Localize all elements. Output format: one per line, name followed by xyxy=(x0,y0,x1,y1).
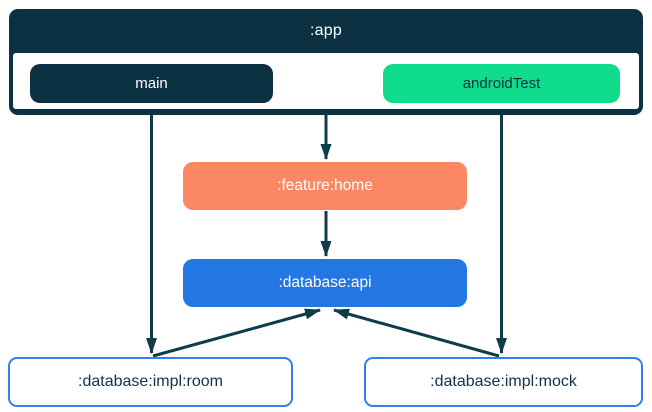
source-set-androidtest-label: androidTest xyxy=(462,75,541,92)
node-app-title: :app xyxy=(310,22,342,39)
source-set-androidtest: androidTest xyxy=(383,64,620,103)
node-database-impl-mock-label: :database:impl:mock xyxy=(430,373,577,390)
node-feature-home-label: :feature:home xyxy=(277,177,373,194)
source-set-main-label: main xyxy=(135,75,168,92)
source-set-main: main xyxy=(30,64,273,103)
node-database-impl-room-label: :database:impl:room xyxy=(78,373,223,390)
node-feature-home: :feature:home xyxy=(183,162,467,210)
edge-impl-mock-to-database-api xyxy=(333,308,500,358)
node-database-api-label: :database:api xyxy=(278,274,372,291)
node-database-impl-room: :database:impl:room xyxy=(8,357,293,407)
node-database-impl-mock: :database:impl:mock xyxy=(364,357,643,407)
edge-impl-room-to-database-api xyxy=(152,308,321,358)
node-database-api: :database:api xyxy=(183,259,467,307)
